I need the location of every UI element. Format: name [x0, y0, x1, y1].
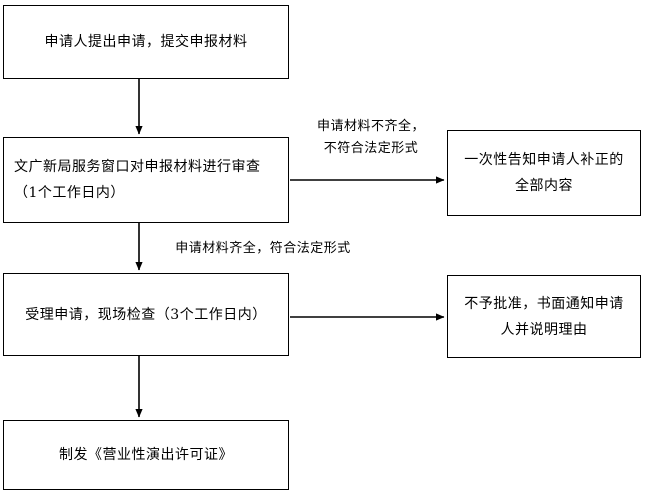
node-issue-label: 制发《营业性演出许可证》 — [59, 447, 233, 463]
node-notify-label: 一次性告知申请人补正的全部内容 — [464, 152, 624, 194]
node-one-time-notification[interactable]: 一次性告知申请人补正的全部内容 — [447, 130, 641, 216]
node-accept-and-inspect[interactable]: 受理申请，现场检查（3个工作日内） — [3, 273, 289, 356]
node-accept-label: 受理申请，现场检查（3个工作日内） — [25, 306, 267, 323]
edge-label-materials-incomplete: 申请材料不齐全， 不符合法定形式 — [316, 119, 425, 156]
node-window-review[interactable]: 文广新局服务窗口对申报材料进行审查（1个工作日内） — [3, 137, 289, 223]
node-review-label: 文广新局服务窗口对申报材料进行审查（1个工作日内） — [14, 159, 261, 201]
edge-label-materials-complete: 申请材料齐全，符合法定形式 — [175, 241, 351, 256]
node-apply-label: 申请人提出申请，提交申报材料 — [44, 34, 248, 50]
node-issue-license[interactable]: 制发《营业性演出许可证》 — [3, 420, 289, 490]
node-rejection-notice[interactable]: 不予批准，书面通知申请人并说明理由 — [447, 275, 641, 358]
node-reject-label: 不予批准，书面通知申请人并说明理由 — [464, 295, 624, 338]
node-applicant-submits[interactable]: 申请人提出申请，提交申报材料 — [3, 5, 289, 79]
